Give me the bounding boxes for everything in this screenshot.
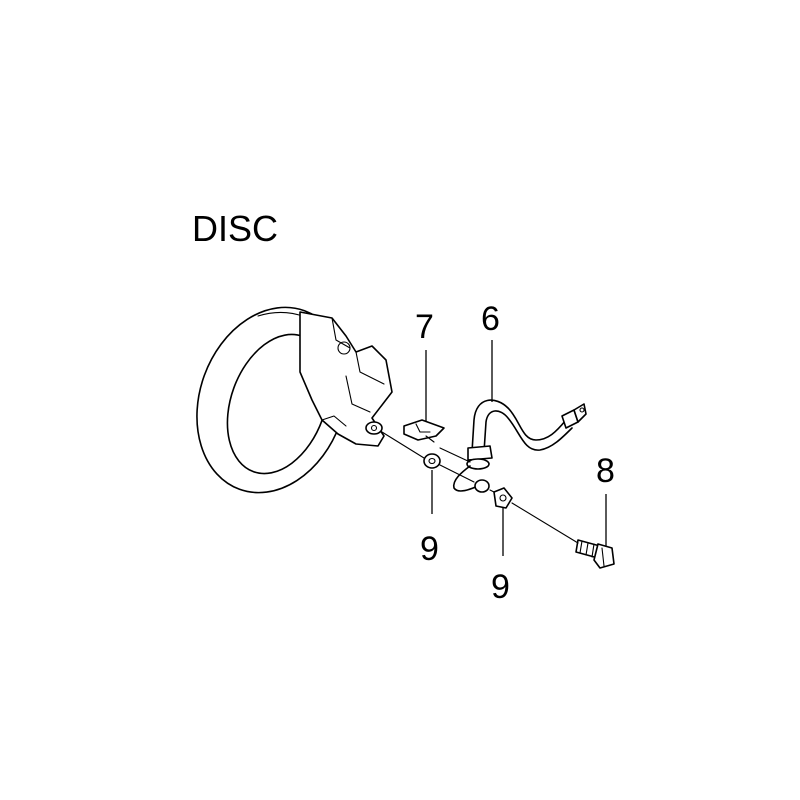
callout-brake-hose: 6	[481, 300, 500, 338]
callout-hose-clip: 7	[415, 308, 434, 346]
callout-washer-inner: 9	[420, 530, 439, 568]
callout-washer-outer: 9	[491, 568, 510, 606]
brake-caliper	[299, 311, 393, 447]
callout-leaders	[425, 340, 607, 556]
copper-washer-inner	[423, 453, 441, 469]
brake-hose	[452, 399, 587, 493]
union-bolt	[575, 539, 615, 569]
callout-union-bolt: 8	[596, 452, 615, 490]
hose-clip	[403, 419, 445, 443]
diagram-title: DISC	[192, 208, 278, 249]
copper-washer-outer	[493, 487, 513, 509]
assembly-axis-line	[381, 431, 579, 544]
